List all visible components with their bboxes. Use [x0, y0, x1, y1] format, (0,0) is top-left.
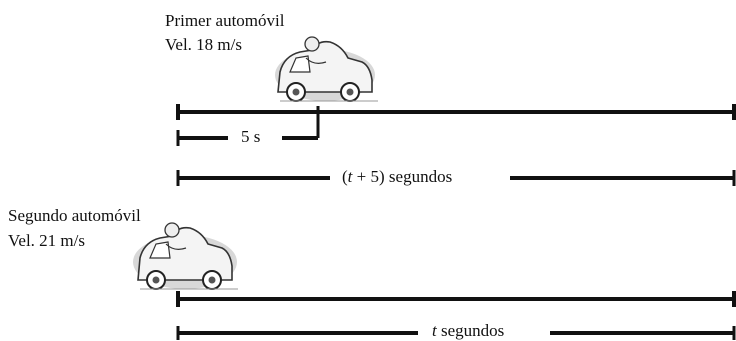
first-time-open: (: [342, 167, 348, 186]
first-car-speed: Vel. 18 m/s: [165, 35, 242, 54]
first-time-interval: [176, 170, 736, 186]
first-time-rest: + 5) segundos: [352, 167, 453, 186]
second-time-label: t segundos: [432, 321, 505, 341]
delay-label: 5 s: [241, 127, 261, 147]
first-time-variable: t: [347, 167, 353, 186]
second-time-interval: [176, 326, 736, 340]
first-car-name: Primer automóvil: [165, 11, 285, 30]
first-car-track: [176, 104, 736, 120]
second-car-speed: Vel. 21 m/s: [8, 231, 85, 250]
delay-interval: [176, 106, 320, 146]
second-car-icon: [133, 222, 238, 290]
second-car-track: [176, 291, 736, 307]
first-car-icon: [275, 36, 378, 102]
first-time-label: (t + 5) segundos: [342, 167, 453, 187]
second-car-name: Segundo automóvil: [8, 206, 141, 225]
second-time-rest: segundos: [436, 321, 505, 340]
second-time-variable: t: [432, 321, 437, 340]
